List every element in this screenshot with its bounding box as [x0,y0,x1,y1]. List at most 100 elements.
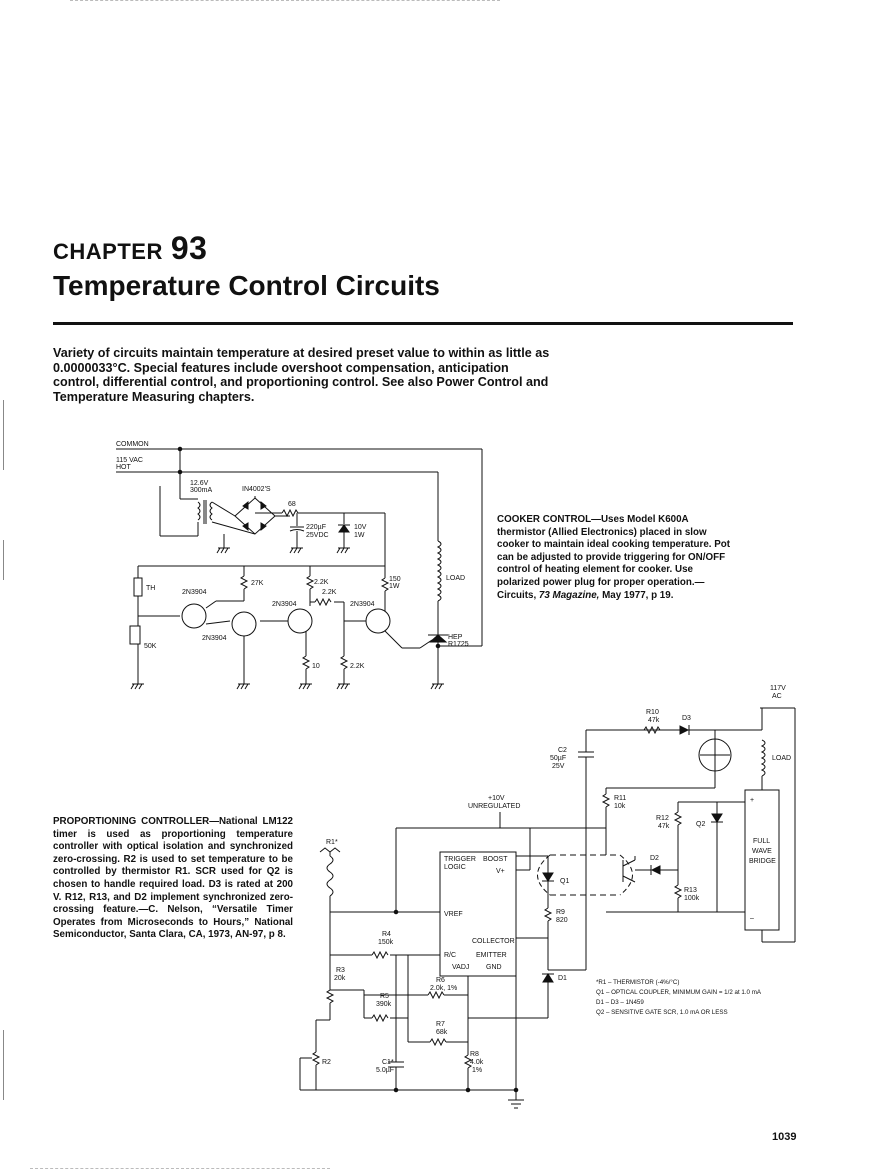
caption-heading: PROPORTIONING CONTROLLER [53,816,210,827]
label-load: LOAD [772,755,791,762]
junction [435,643,441,649]
thermistor [133,577,143,597]
proportioning-controller-schematic: 117V AC R10 47k D3 C2 50µF 25V LOAD + FU… [299,685,796,1109]
wire [211,501,236,517]
transistor-q1 [181,603,207,629]
caption-tail: May 1977, p 19. [599,589,674,601]
label-th: TH [146,585,155,592]
label-r4a: R4 [382,931,391,938]
label-r9b: 820 [556,917,568,924]
label-r13a: R13 [684,887,697,894]
ground-symbol [236,683,250,690]
pin-trigger: TRIGGER [444,856,476,863]
junction [393,909,399,915]
label-r3b: 20k [334,975,346,982]
page-number: 1039 [772,1131,797,1143]
ground-symbol [508,1099,524,1109]
label-d3: D3 [682,715,691,722]
title-rule [53,322,793,325]
margin-mark [3,400,4,470]
diode [242,522,249,532]
pin-gnd: GND [486,964,502,971]
diode-bridge [234,497,276,535]
label-c2b: 50µF [550,755,566,762]
label-bridge1: FULL [753,838,770,845]
pin-vref: VREF [444,911,463,918]
bridge-plus: + [750,797,754,804]
label-r22k-b: 2.2K [322,589,337,596]
label-r6b: 2.0k, 1% [430,985,457,992]
label-r10b: 47k [648,717,660,724]
note-line: Q2 – SENSITIVE GATE SCR, 1.0 mA OR LESS [596,1009,728,1016]
caption-source: 73 Magazine, [538,589,600,601]
label-d2: D2 [650,855,659,862]
resistor-r5 [371,1013,389,1023]
label-r22k-a: 2.2K [314,579,329,586]
label-bridge2: WAVE [752,848,772,855]
pin-vadj: VADJ [452,964,469,971]
phototransistor-lead [622,875,636,883]
diode-d1 [542,973,554,983]
label-zener2: 1W [354,532,365,539]
bridge-minus: – [750,915,754,922]
label-r6a: R6 [436,977,445,984]
phototransistor-lead [622,859,636,867]
optocoupler-outline [619,854,633,896]
resistor-68 [281,508,299,518]
pin-vplus: V+ [496,868,505,875]
load-coil [760,739,766,777]
label-xfmr2: 300mA [190,487,213,494]
pin-logic: LOGIC [444,864,466,871]
label-q4: 2N3904 [350,601,375,608]
caption-heading: COOKER CONTROL [497,514,592,525]
label-r11b: 10k [614,803,626,810]
diode-d3 [679,725,690,735]
top-scan-line [70,0,500,1]
xfmr-primary-coil [197,501,201,521]
label-c2c: 25V [552,763,565,770]
label-r8c: 1% [472,1067,482,1074]
wire [205,600,217,609]
chapter-number: 93 [170,230,208,266]
caption-body: —National LM122 timer is used as proport… [53,816,293,941]
label-r4b: 150k [378,939,394,946]
resistor-r8 [463,1054,473,1069]
led-q1 [542,872,554,882]
label-r2: R2 [322,1059,331,1066]
resistor-2k2-b [314,597,332,607]
label-supply2: UNREGULATED [468,803,520,810]
resistor-r12 [673,811,683,826]
intro-paragraph: Variety of circuits maintain temperature… [53,346,550,404]
label-r10a: R10 [646,709,659,716]
label-q1: 2N3904 [182,589,207,596]
thermistor-top [319,847,341,853]
zener-diode [338,524,350,533]
ground-symbol [336,683,350,690]
diode [242,500,249,510]
label-r150-2: 1W [389,583,400,590]
thermistor-r1 [326,855,334,897]
label-bridge3: BRIDGE [749,858,776,865]
label-r12a: R12 [656,815,669,822]
diode [260,500,267,510]
label-q2: Q2 [696,821,705,828]
label-pot: 50K [144,643,157,650]
resistor-2k2-a [305,575,315,590]
transistor-q4 [365,608,391,634]
label-r9a: R9 [556,909,565,916]
wire [211,521,256,535]
chapter-label: CHAPTER [53,239,163,264]
resistor-27k [239,575,249,590]
resistor-r6 [427,990,445,1000]
scr-gate [419,639,433,649]
label-ac2: AC [772,693,782,700]
xfmr-secondary-coil [209,501,213,521]
resistor-r10 [643,725,661,735]
label-r11a: R11 [614,795,626,802]
junction [513,1087,519,1093]
label-common: COMMON [116,441,149,448]
junction [465,1087,471,1093]
ground-symbol [430,683,444,690]
pot [129,625,141,645]
bottom-scan-line [30,1168,330,1169]
